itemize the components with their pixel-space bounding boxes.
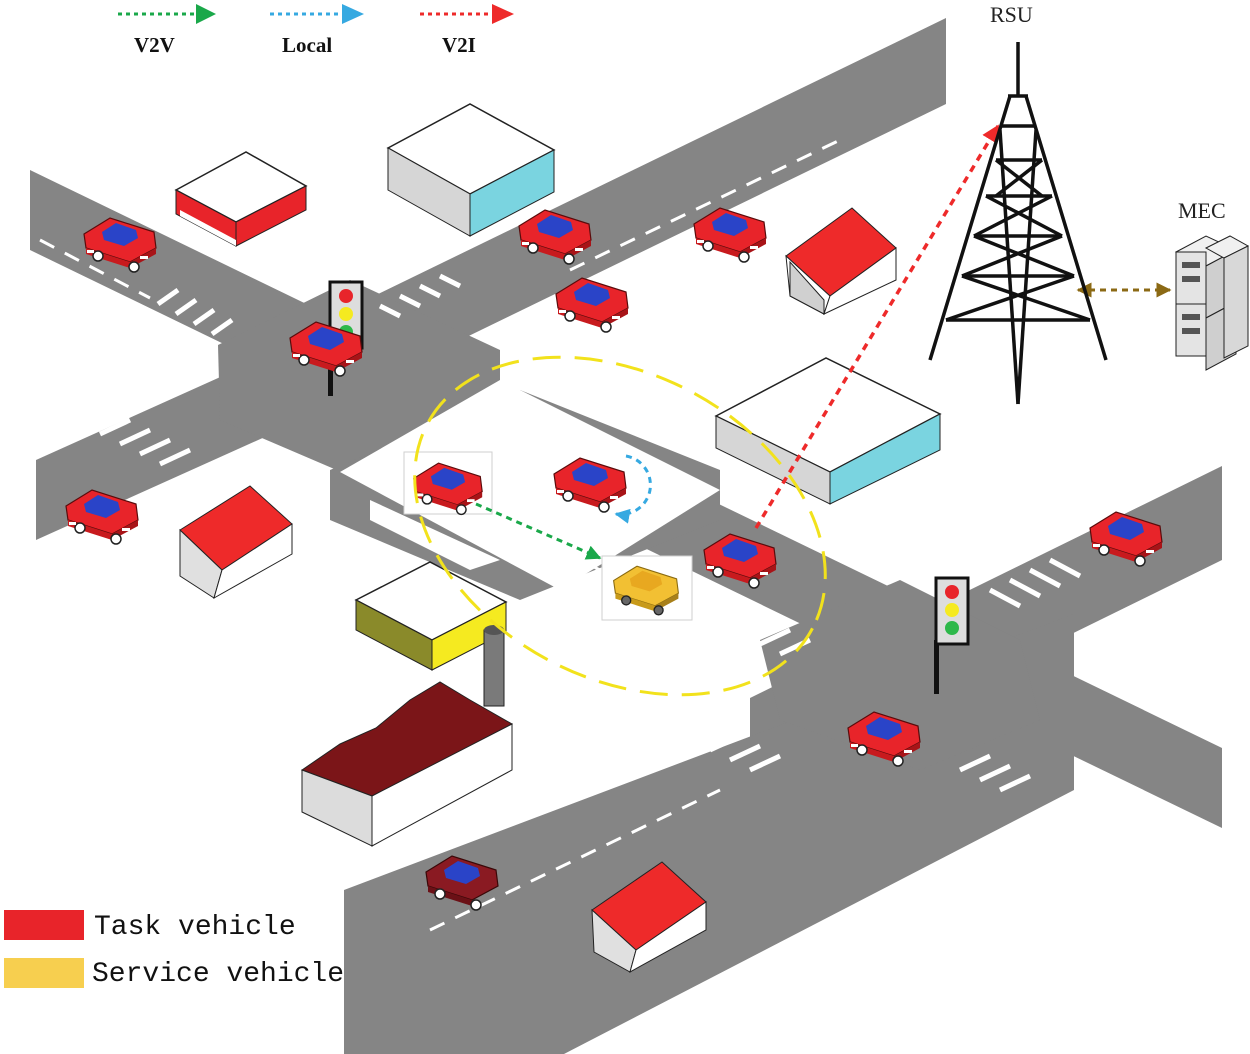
- rsu-tower-icon: [928, 42, 1108, 405]
- v2v-arrow-icon: [196, 4, 216, 24]
- task-vehicle-swatch: [4, 910, 84, 940]
- link-type-legend: V2V Local V2I: [118, 4, 514, 57]
- legend-service-label: Service vehicle: [92, 959, 344, 990]
- open-lot: [340, 380, 720, 590]
- intersection-lower: [760, 580, 1040, 770]
- mec-server-icon: [1174, 235, 1250, 371]
- crosswalks: [98, 273, 1082, 793]
- legend-v2v-label: V2V: [134, 33, 175, 57]
- v2v-link: [475, 502, 602, 560]
- vehicle-type-legend: Task vehicle Service vehicle: [4, 910, 344, 990]
- building-warehouse-center: [714, 357, 942, 505]
- legend-task-label: Task vehicle: [94, 912, 296, 943]
- local-link: [614, 454, 652, 524]
- rsu-label: RSU: [990, 2, 1033, 27]
- factory: [300, 625, 514, 847]
- building-gas-station: [174, 151, 308, 247]
- service-vehicle: [601, 555, 693, 621]
- coverage-area: [413, 355, 827, 697]
- mec-label: MEC: [1178, 198, 1226, 223]
- house-left: [179, 485, 293, 600]
- local-arrow-icon: [342, 4, 364, 24]
- house-bottom: [591, 861, 707, 974]
- service-vehicle-swatch: [4, 958, 84, 988]
- open-lot-2: [370, 500, 500, 570]
- building-warehouse-top: [386, 103, 556, 237]
- v2i-link: [754, 124, 1000, 529]
- house-upper-right: [785, 207, 897, 315]
- traffic-light-lower: [934, 576, 970, 694]
- building-yellow: [354, 561, 508, 671]
- v2i-arrow-icon: [492, 4, 514, 24]
- legend-local-label: Local: [282, 33, 332, 57]
- legend-v2i-label: V2I: [442, 33, 476, 57]
